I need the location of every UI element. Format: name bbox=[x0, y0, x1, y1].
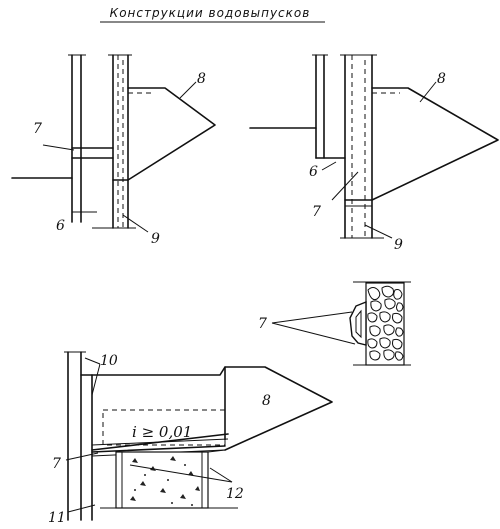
seal-profile bbox=[349, 300, 367, 346]
hidden-channel bbox=[102, 409, 226, 446]
label3-7: 7 bbox=[258, 316, 267, 332]
leader4-7 bbox=[65, 452, 99, 461]
leader4-10b bbox=[91, 363, 101, 396]
slope-line-2 bbox=[91, 438, 229, 446]
label4-12: 12 bbox=[226, 486, 244, 502]
label-9: 9 bbox=[151, 231, 160, 247]
leader4-12b bbox=[209, 467, 233, 483]
leader-9 bbox=[122, 214, 149, 233]
leader3-7a bbox=[271, 311, 353, 324]
leader4-12a bbox=[129, 464, 233, 483]
spout-outline bbox=[127, 87, 216, 181]
label-6: 6 bbox=[56, 218, 65, 234]
detail-top-left: 7 6 9 8 bbox=[11, 54, 216, 247]
label4-11: 11 bbox=[48, 510, 66, 526]
label2-7: 7 bbox=[312, 204, 321, 220]
seal-section: 7 bbox=[258, 281, 411, 366]
detail-bottom: i ≥ 0,01 bbox=[48, 351, 333, 526]
label4-10: 10 bbox=[100, 353, 118, 369]
masonry-pattern bbox=[367, 285, 404, 361]
label2-6: 6 bbox=[309, 164, 318, 180]
label4-8: 8 bbox=[262, 393, 271, 409]
seal-core bbox=[355, 309, 362, 339]
lower-spout-outline bbox=[91, 366, 333, 451]
slope-note: i ≥ 0,01 bbox=[132, 423, 192, 441]
leader2-8 bbox=[419, 81, 437, 103]
leader3-7b bbox=[271, 322, 356, 345]
leader4-10a bbox=[84, 357, 101, 365]
drawing-title: Конструкции водовыпусков bbox=[110, 6, 311, 20]
leader2-7 bbox=[331, 171, 359, 201]
concrete-block bbox=[115, 451, 209, 509]
label-7: 7 bbox=[33, 121, 42, 137]
spout2-outline bbox=[371, 87, 499, 201]
detail-top-right: 6 7 9 8 bbox=[249, 54, 499, 253]
leader2-9 bbox=[364, 224, 393, 239]
leader2-6 bbox=[321, 161, 337, 171]
block-edge bbox=[207, 449, 226, 453]
label2-9: 9 bbox=[394, 237, 403, 253]
label2-8: 8 bbox=[437, 71, 446, 87]
label-8: 8 bbox=[197, 71, 206, 87]
leader-7 bbox=[42, 144, 75, 151]
leader-8 bbox=[179, 81, 197, 99]
seal-layer-top bbox=[91, 445, 226, 453]
leader4-11 bbox=[67, 504, 96, 513]
label4-7: 7 bbox=[52, 456, 61, 472]
